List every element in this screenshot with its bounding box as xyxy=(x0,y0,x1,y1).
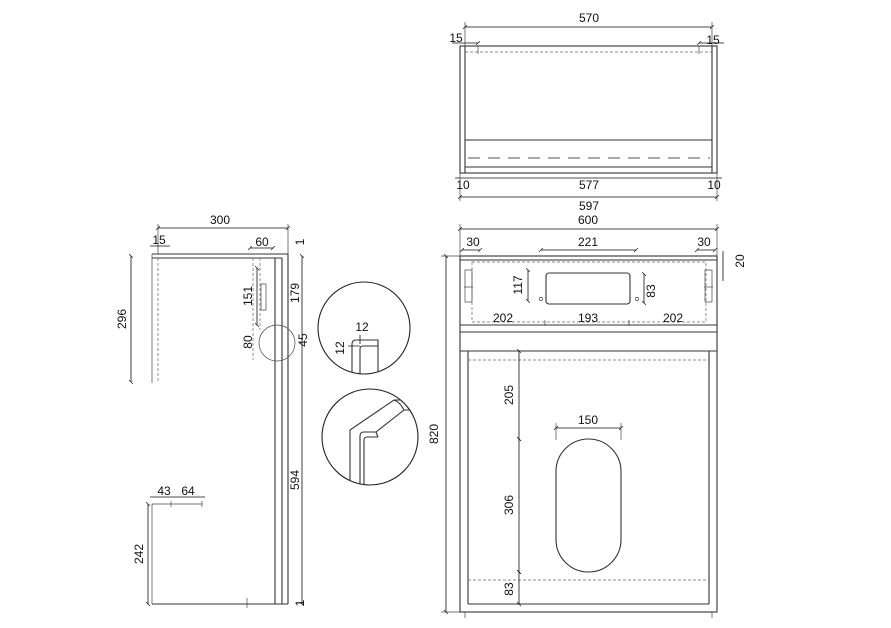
plan-view: 570 15 15 10 577 10 597 xyxy=(449,11,724,213)
side-dim-300: 300 xyxy=(210,213,230,227)
detail-groove-isometric xyxy=(321,388,419,486)
side-view: 300 15 60 1 296 151 80 179 45 594 1 43 6… xyxy=(115,213,310,608)
front-dim-193: 193 xyxy=(578,311,598,325)
plan-dim-570: 570 xyxy=(579,11,599,25)
plan-dim-597: 597 xyxy=(579,199,599,213)
side-dim-60: 60 xyxy=(255,235,269,249)
side-dim-43: 43 xyxy=(157,484,171,498)
detail-marker-circle xyxy=(258,324,296,362)
detail-dim-12-side: 12 xyxy=(333,341,347,355)
side-dim-15: 15 xyxy=(152,233,166,247)
front-dim-20: 20 xyxy=(733,254,747,268)
front-dim-205: 205 xyxy=(502,385,516,405)
side-dim-64: 64 xyxy=(181,484,195,498)
plan-dim-10-left: 10 xyxy=(456,178,470,192)
side-dim-179: 179 xyxy=(288,283,302,303)
side-dim-296: 296 xyxy=(115,309,129,329)
front-dim-221: 221 xyxy=(578,235,598,249)
front-dim-83-cutout: 83 xyxy=(644,284,658,298)
side-dim-80: 80 xyxy=(241,335,255,349)
side-dim-594: 594 xyxy=(288,470,302,490)
detail-groove-section: 12 12 xyxy=(317,281,411,375)
front-dim-600: 600 xyxy=(578,213,598,227)
plan-dim-15-left: 15 xyxy=(449,31,463,45)
side-dim-45: 45 xyxy=(296,333,310,347)
front-dim-820: 820 xyxy=(427,424,441,444)
side-dim-1-top: 1 xyxy=(293,238,307,245)
detail-dim-12-top: 12 xyxy=(355,320,369,334)
front-dim-83-bottom: 83 xyxy=(502,582,516,596)
access-hole xyxy=(555,438,622,573)
front-dim-117: 117 xyxy=(511,275,525,294)
side-dim-1-bottom: 1 xyxy=(293,599,307,606)
plan-dim-10-right: 10 xyxy=(707,178,721,192)
plan-dim-15-right: 15 xyxy=(706,33,720,47)
plan-dim-577: 577 xyxy=(579,178,599,192)
front-dim-150: 150 xyxy=(578,413,598,427)
side-dim-242: 242 xyxy=(132,544,146,564)
front-dim-202-right: 202 xyxy=(663,311,683,325)
side-dim-151: 151 xyxy=(241,286,255,306)
front-view: 600 30 221 30 20 117 83 202 193 xyxy=(427,213,747,618)
front-dim-30-left: 30 xyxy=(466,235,480,249)
front-dim-30-right: 30 xyxy=(697,235,711,249)
front-dim-202-left: 202 xyxy=(493,311,513,325)
front-dim-306: 306 xyxy=(502,495,516,515)
